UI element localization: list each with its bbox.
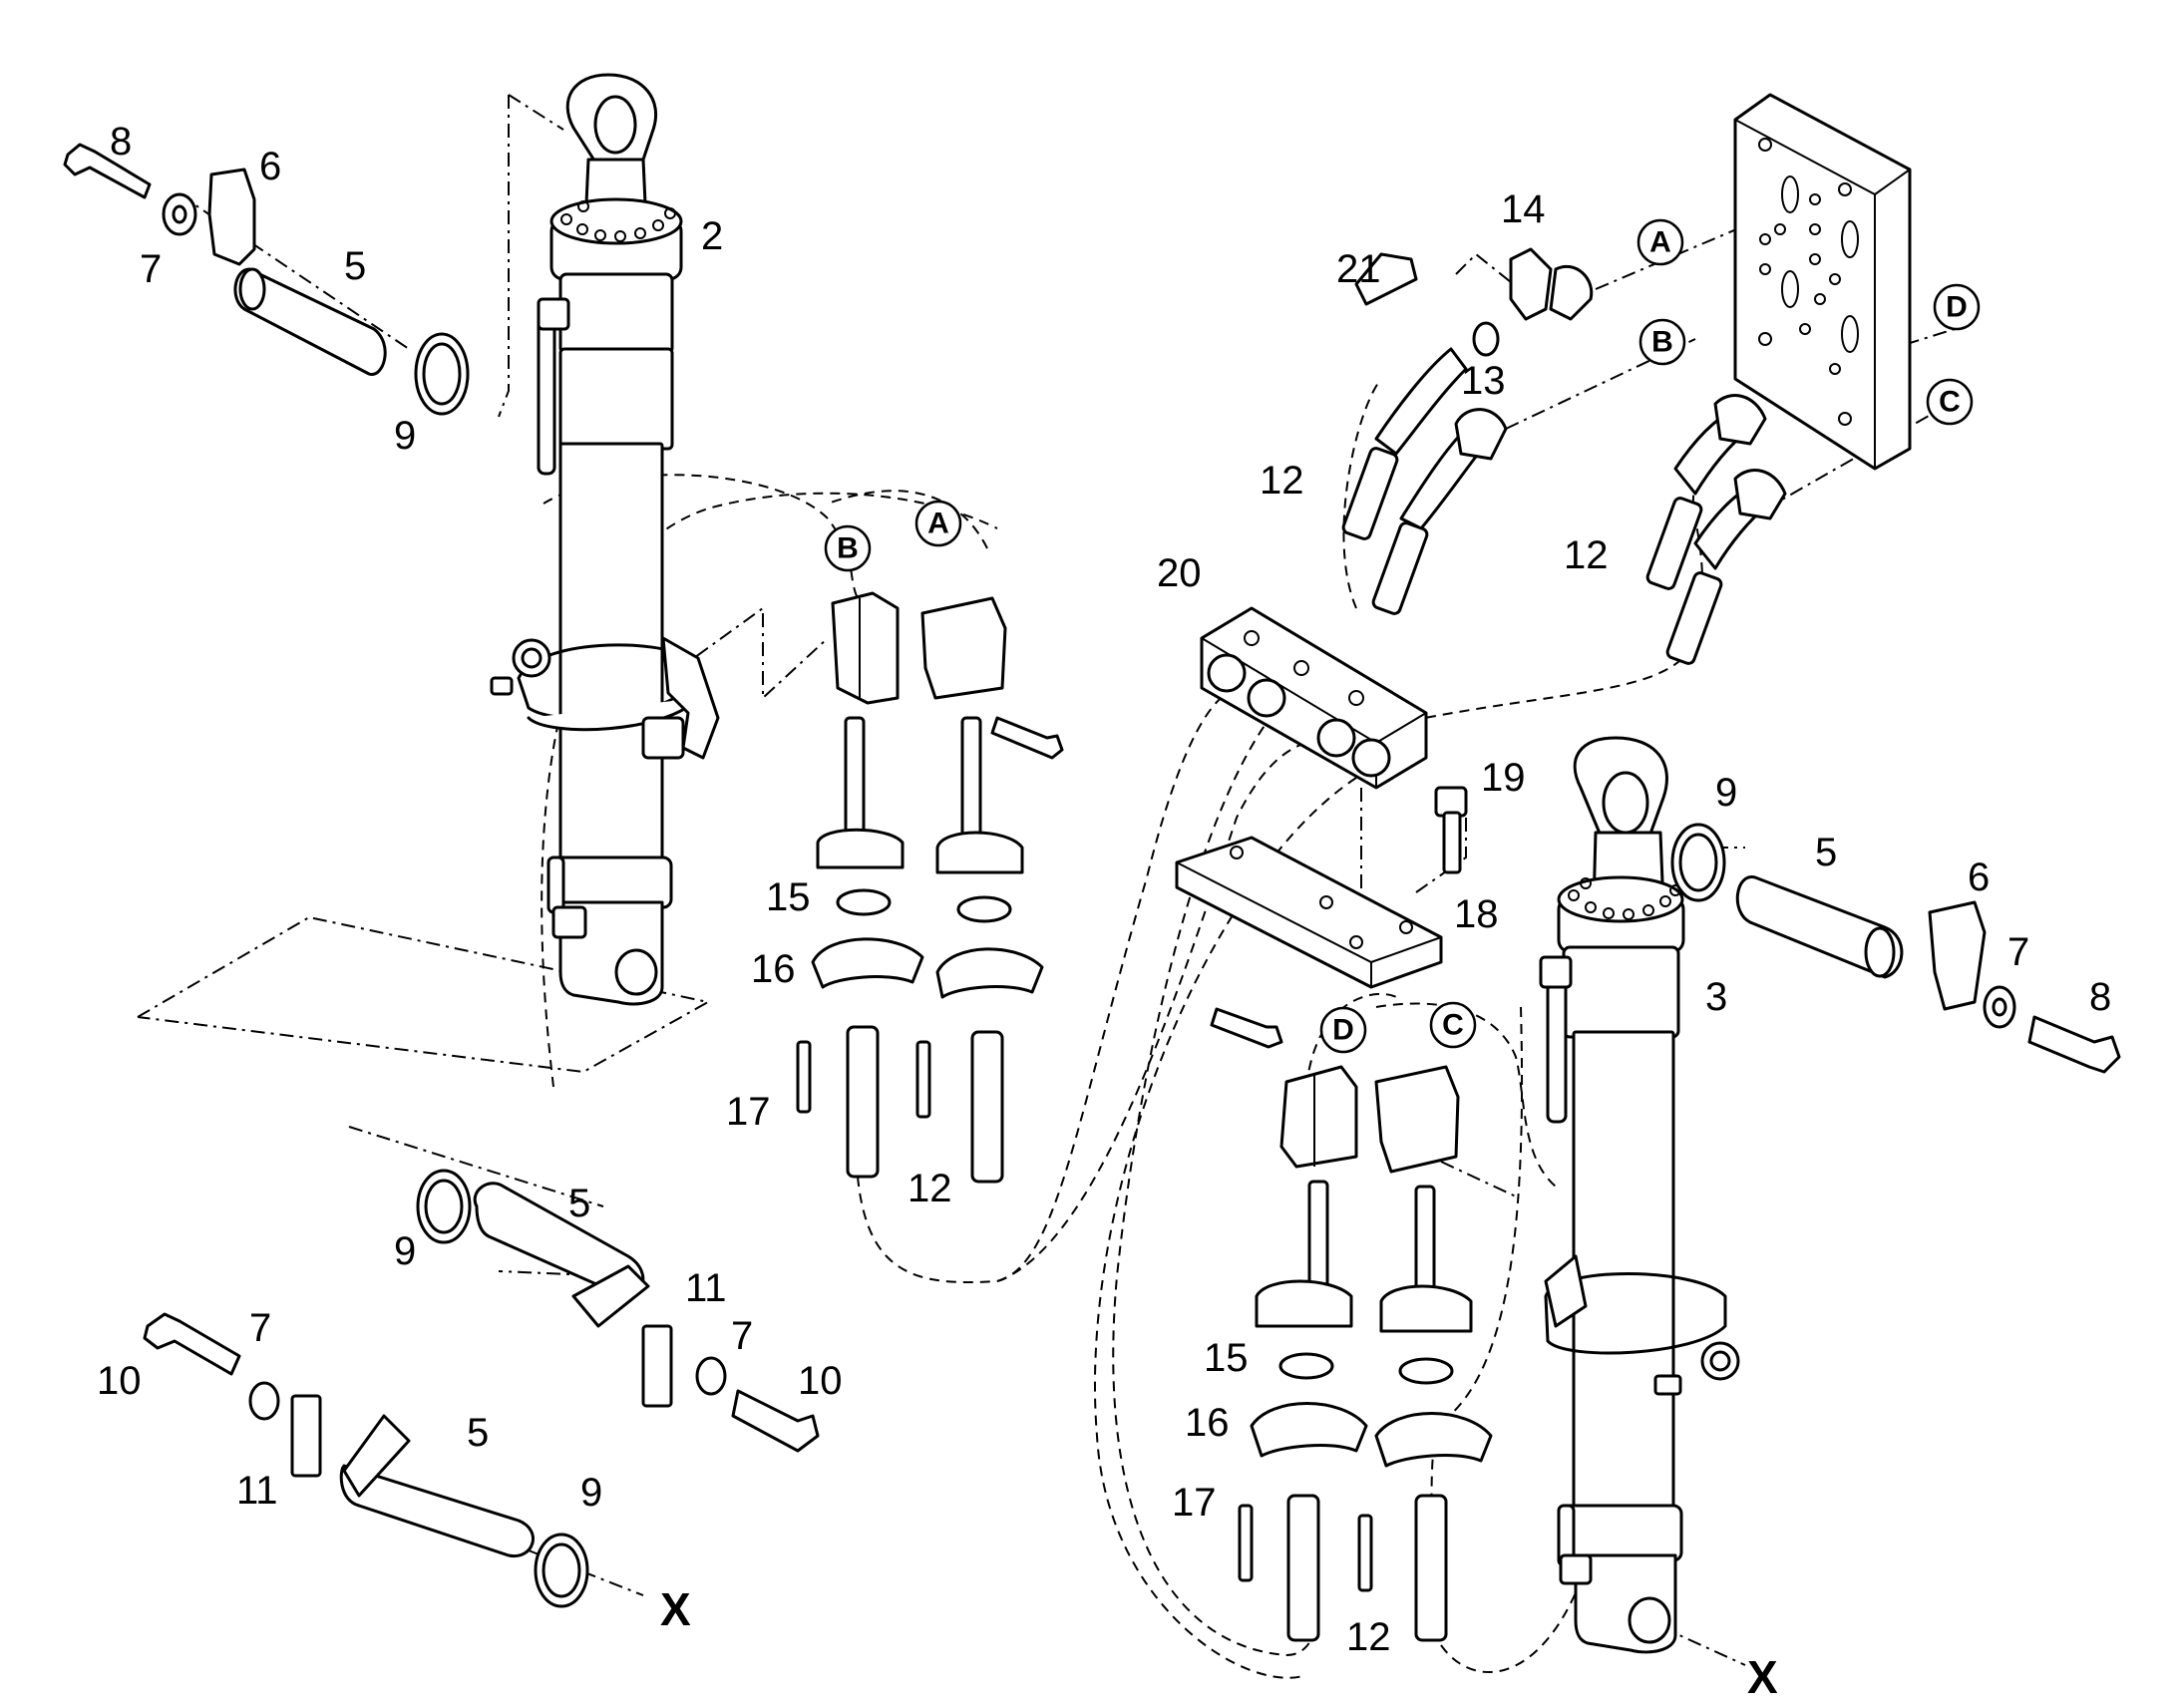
part-label: 17 — [726, 1090, 771, 1134]
part-label: 12 — [1564, 533, 1609, 577]
connector-B-1: B — [824, 524, 872, 572]
pin-assembly-lower-left-upper — [416, 1169, 820, 1453]
part-label: 17 — [1172, 1481, 1217, 1525]
connector-D-2: D — [1933, 283, 1981, 331]
part-label: 2 — [701, 214, 723, 258]
flange-hoses-left — [796, 716, 1044, 1184]
part-label: 12 — [1260, 459, 1304, 503]
part-label: 16 — [751, 947, 796, 991]
part-label: 7 — [2007, 930, 2029, 974]
part-label: 10 — [798, 1359, 843, 1403]
part-label: 15 — [766, 875, 811, 919]
part-label: 6 — [259, 145, 281, 188]
connector-B-2: B — [1638, 318, 1686, 366]
part-label: 8 — [2089, 975, 2111, 1019]
hose-clamp-block-20 — [1200, 606, 1428, 790]
connector-C-2: C — [1926, 378, 1974, 426]
upper-right-hose-fittings — [1341, 247, 1787, 665]
connector-A-1: A — [914, 500, 962, 547]
hose-routing-lines — [541, 378, 1703, 1679]
x-marker-left: X — [660, 1583, 691, 1635]
x-marker-right: X — [1747, 1651, 1778, 1703]
part-label: 13 — [1461, 359, 1506, 403]
connector-A-2: A — [1636, 218, 1684, 266]
pin-assembly-top-left — [63, 143, 470, 416]
part-label: 8 — [110, 120, 132, 164]
part-label: 3 — [1705, 975, 1727, 1019]
part-label: 9 — [394, 1229, 416, 1273]
part-label: 7 — [140, 247, 162, 291]
part-label: 18 — [1454, 892, 1499, 936]
part-label: 5 — [568, 1182, 590, 1225]
part-label: 19 — [1481, 756, 1526, 800]
part-label: 5 — [344, 244, 366, 288]
bolt-19 — [1434, 786, 1468, 874]
svg-text:A: A — [927, 508, 949, 540]
part-label: 9 — [580, 1471, 602, 1515]
svg-text:C: C — [1442, 1009, 1464, 1042]
hydraulic-cylinder-3 — [1539, 736, 1740, 1654]
svg-text:B: B — [837, 532, 859, 565]
part-label: 7 — [731, 1314, 753, 1358]
pin-assembly-lower-left-lower — [143, 1312, 589, 1608]
svg-text:D: D — [1332, 1014, 1354, 1047]
part-label: 15 — [1204, 1336, 1249, 1380]
manifold-ports — [1758, 138, 1859, 426]
part-label: 5 — [1815, 831, 1837, 874]
hydraulic-cylinder-2 — [490, 73, 720, 1006]
part-label: 12 — [908, 1167, 952, 1210]
part-label: 12 — [1346, 1615, 1391, 1659]
clamp-set-upper — [831, 591, 1064, 760]
part-label: 6 — [1968, 855, 1990, 899]
part-label: 20 — [1157, 551, 1202, 595]
connector-D-1: D — [1319, 1006, 1367, 1054]
valve-manifold-block — [1733, 93, 1912, 471]
part-number-labels: 8 6 7 5 9 2 14 21 13 12 12 20 19 18 9 5 … — [97, 120, 2111, 1659]
part-label: 7 — [249, 1306, 271, 1350]
bolt-ring-left — [560, 200, 676, 242]
mounting-plate-18 — [1175, 836, 1443, 989]
clamp-set-lower — [1210, 1007, 1460, 1174]
svg-text:B: B — [1651, 326, 1673, 359]
svg-text:D: D — [1946, 291, 1968, 324]
part-label: 11 — [236, 1469, 278, 1513]
part-label: 9 — [394, 414, 416, 458]
svg-text:A: A — [1649, 226, 1671, 259]
part-label: 16 — [1185, 1401, 1230, 1445]
part-label: 5 — [467, 1411, 489, 1455]
part-label: 11 — [685, 1266, 727, 1310]
connector-C-1: C — [1429, 1001, 1477, 1049]
part-label: 9 — [1715, 771, 1737, 815]
part-label: 14 — [1501, 187, 1546, 231]
svg-text:C: C — [1939, 386, 1961, 419]
part-label: 21 — [1336, 247, 1381, 291]
flange-hoses-lower — [1238, 1180, 1493, 1642]
pin-assembly-right — [1670, 823, 2121, 1074]
part-label: 10 — [97, 1359, 142, 1403]
